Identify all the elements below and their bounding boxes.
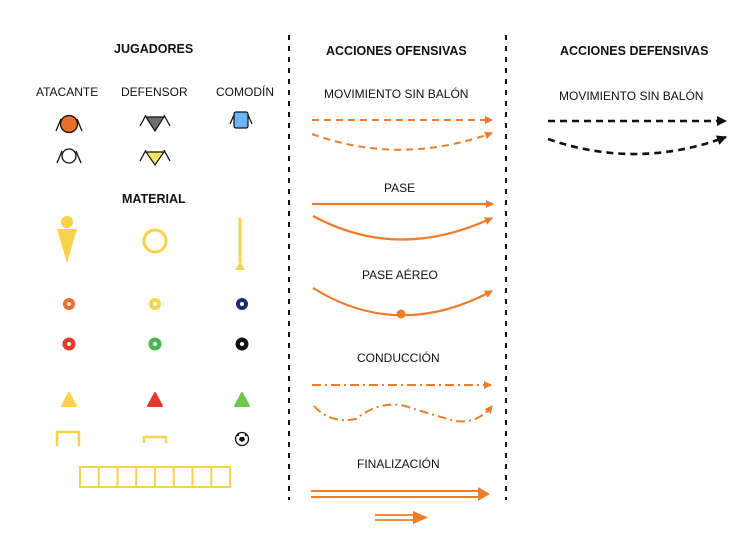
pase-label: PASE [384,181,416,195]
conduccion-wavy-arrow [313,403,493,423]
finalizacion-double-arrow [311,487,490,501]
cone-yellow-icon [61,392,77,407]
pase-aereo-ball-dot [396,309,406,319]
cone-green-icon [234,392,250,407]
atacante-label: ATACANTE [36,85,99,99]
acciones-defensivas-title: ACCIONES DEFENSIVAS [560,44,709,58]
dummy-mannequin-icon [57,216,77,263]
finalizacion-short-double-arrow [375,511,428,524]
pole-icon [235,218,245,270]
ball-icon [234,431,250,447]
material-title: MATERIAL [122,192,186,206]
defensor-gray-icon [139,114,171,133]
movimiento-ofensivo-label: MOVIMIENTO SIN BALÓN [324,87,469,101]
movimiento-ofensivo-curved-arrow [311,131,493,151]
jugadores-title: JUGADORES [114,42,194,56]
atacante-filled-icon [55,114,83,134]
finalizacion-label: FINALIZACIÓN [357,457,440,471]
acciones-ofensivas-title: ACCIONES OFENSIVAS [326,44,467,58]
pase-curved-arrow [312,215,493,241]
comodin-icon [229,111,253,129]
comodin-label: COMODÍN [216,85,274,99]
defensor-yellow-icon [139,149,171,167]
movimiento-defensivo-label: MOVIMIENTO SIN BALÓN [559,89,704,103]
goal-large-icon [55,430,81,446]
defensor-label: DEFENSOR [121,85,188,99]
conduccion-label: CONDUCCIÓN [357,351,440,365]
agility-ladder-icon [79,466,231,488]
pase-aereo-label: PASE AÉREO [362,268,438,282]
goal-small-icon [142,435,168,443]
movimiento-defensivo-curved-arrow [547,135,727,156]
atacante-outline-icon [56,148,82,164]
cone-red-icon [147,392,163,407]
hoop-icon [142,228,168,254]
